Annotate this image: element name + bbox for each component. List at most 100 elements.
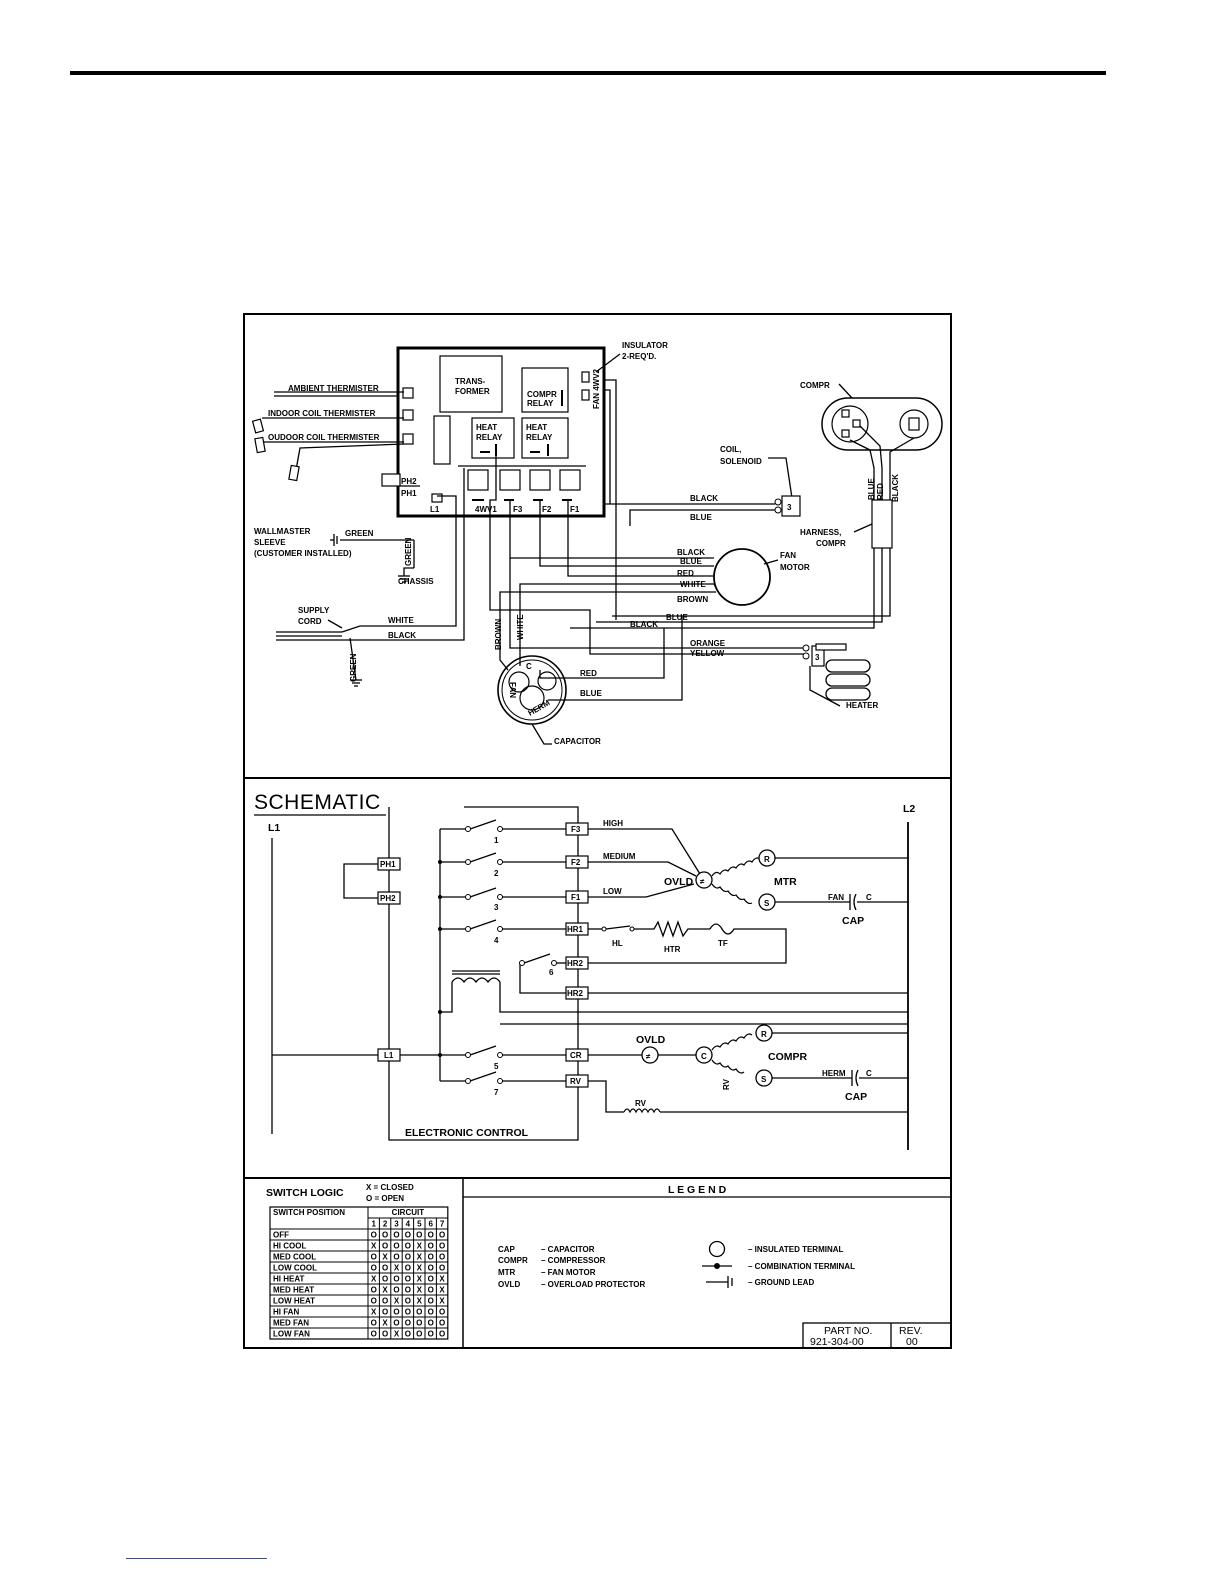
circuit-state: O	[416, 1330, 422, 1339]
circuit-state: O	[439, 1264, 445, 1273]
circuit-state: X	[439, 1286, 445, 1295]
insulator-label-2: 2-REQ'D.	[622, 352, 656, 361]
supply-cord: SUPPLY CORD WHITE BLACK GREEN	[276, 468, 465, 687]
circuit-number: 4	[406, 1220, 411, 1229]
circuit-state: O	[382, 1275, 388, 1284]
circuit-state: O	[371, 1319, 377, 1328]
heater: BLACK BLUE ORANGE YELLOW 3 HEATER	[489, 452, 879, 710]
circuit-state: O	[405, 1330, 411, 1339]
switch-position-row: HI HEAT	[273, 1275, 305, 1284]
heater-wire-yellow: YELLOW	[690, 649, 725, 658]
switch-position-row: LOW FAN	[273, 1330, 310, 1339]
schematic-ph2: PH2	[380, 894, 396, 903]
circuit-state: X	[394, 1297, 400, 1306]
circuit-state: O	[371, 1330, 377, 1339]
circuit-state: X	[371, 1242, 377, 1251]
switch-6: 6	[549, 968, 554, 977]
top-rule	[70, 71, 1106, 75]
heat-relay-1-label-2: RELAY	[476, 433, 503, 442]
wallmaster-label-3: (CUSTOMER INSTALLED)	[254, 549, 352, 558]
fan-ovld-label: OVLD	[664, 876, 694, 888]
chassis-wire-green: GREEN	[404, 537, 413, 566]
circuit-state: O	[393, 1253, 399, 1262]
outdoor-coil-thermister-label: OUDOOR COIL THERMISTER	[268, 433, 380, 442]
mtr-label: MTR	[774, 876, 797, 888]
cap-terminal-herm: HERM	[527, 698, 552, 718]
circuit-state: X	[417, 1275, 423, 1284]
cap-wire-blue: BLUE	[580, 689, 602, 698]
circuit-number: 3	[394, 1220, 399, 1229]
heat-relay-1-label-1: HEAT	[476, 423, 497, 432]
heat-relay-2-label-1: HEAT	[526, 423, 547, 432]
terminal-f3: F3	[571, 825, 581, 834]
cap-wire-white: WHITE	[516, 614, 525, 640]
compr-r-terminal: R	[761, 1030, 767, 1039]
combination-terminal-icon	[702, 1263, 732, 1269]
capacitor: C FAN HERM RED BLUE BROWN WHITE CAPACITO…	[494, 612, 683, 746]
part-number-box: PART NO. 921-304-00 REV. 00	[802, 1322, 952, 1349]
compr-relay-label-1: COMPR	[527, 390, 557, 399]
circuit-state: X	[417, 1253, 423, 1262]
supply-cord-label-2: CORD	[298, 617, 322, 626]
circuit-state: O	[405, 1297, 411, 1306]
part-no-value: 921-304-00	[810, 1336, 864, 1348]
cord-wire-white: WHITE	[388, 616, 414, 625]
cap-wire-red: RED	[580, 669, 597, 678]
legend-abbr-compr: COMPR	[498, 1256, 528, 1265]
rev-label: REV.	[899, 1325, 923, 1337]
circuit-state: O	[439, 1253, 445, 1262]
legend-abbr-ovld: OVLD	[498, 1280, 520, 1289]
fan-motor-label-1: FAN	[780, 551, 796, 560]
circuit-state: O	[428, 1275, 434, 1284]
circuit-state: O	[428, 1308, 434, 1317]
circuit-state: X	[382, 1286, 388, 1295]
schematic-title: SCHEMATIC	[254, 791, 381, 814]
heater-terminal-3: 3	[815, 653, 820, 662]
circuit-state: O	[405, 1308, 411, 1317]
switch-position-row: OFF	[273, 1231, 289, 1240]
circuit-state: O	[428, 1319, 434, 1328]
compr-wire-black: BLACK	[891, 474, 900, 502]
circuit-number: 5	[417, 1220, 422, 1229]
circuit-state: O	[382, 1231, 388, 1240]
insulated-terminal-icon	[708, 1240, 726, 1258]
herm-cap-c-label: C	[866, 1069, 872, 1078]
switch-logic-closed: X = CLOSED	[366, 1183, 414, 1192]
circuit-number: 2	[383, 1220, 388, 1229]
board-ph2-label: PH2	[401, 477, 417, 486]
supply-cord-label-1: SUPPLY	[298, 606, 330, 615]
rev-value: 00	[906, 1336, 918, 1348]
circuit-state: O	[371, 1297, 377, 1306]
fan-motor: FAN MOTOR BLACK BLUE RED WHITE BROWN	[499, 379, 810, 620]
circuit-state: O	[405, 1319, 411, 1328]
motor-wire-blue: BLUE	[680, 557, 702, 566]
circuit-state: O	[405, 1286, 411, 1295]
solenoid-wire-blue: BLUE	[690, 513, 712, 522]
harness-compr-label-1: HARNESS,	[800, 528, 841, 537]
circuit-state: O	[393, 1308, 399, 1317]
switch-position-row: MED COOL	[273, 1253, 316, 1262]
cord-wire-green: GREEN	[349, 653, 358, 682]
circuit-state: O	[371, 1253, 377, 1262]
legend-desc-insulated-terminal: – INSULATED TERMINAL	[748, 1245, 844, 1254]
compr-relay-label-2: RELAY	[527, 399, 554, 408]
terminal-hr1: HR1	[567, 925, 584, 934]
compr-rv-side-label: RV	[722, 1078, 731, 1090]
footer-rule	[126, 1558, 267, 1559]
circuit-state: O	[393, 1242, 399, 1251]
fan-cap-label: CAP	[842, 915, 864, 927]
circuit-state: O	[405, 1264, 411, 1273]
board-ph1-label: PH1	[401, 489, 417, 498]
circuit-state: O	[416, 1231, 422, 1240]
circuit-state: O	[393, 1286, 399, 1295]
schematic-ph1: PH1	[380, 860, 396, 869]
switch-1: 1	[494, 836, 499, 845]
compr-wire-red: RED	[876, 483, 885, 500]
herm-cap-label: CAP	[845, 1091, 867, 1103]
board-terminal-f1: F1	[570, 505, 580, 514]
label-low: LOW	[603, 887, 622, 896]
circuit-state: O	[371, 1231, 377, 1240]
circuit-state: O	[416, 1319, 422, 1328]
